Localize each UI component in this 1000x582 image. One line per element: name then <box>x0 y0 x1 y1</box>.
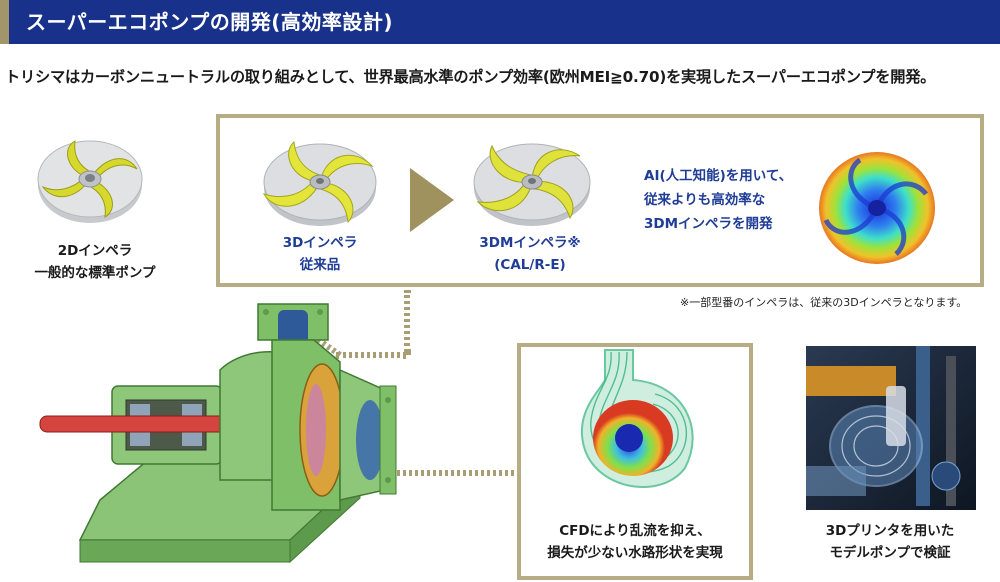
model-pump-photo <box>806 346 976 510</box>
impeller-3dm-label: 3DMインペラ※ <box>479 235 581 251</box>
ai-impeller-heatmap-image <box>819 152 935 264</box>
printer-caption-line1: 3Dプリンタを用いた <box>825 523 955 539</box>
cfd-caption-line2: 損失が少ない水路形状を実現 <box>547 545 723 561</box>
ai-description: AI(人工知能)を用いて、 従来よりも高効率な 3DMインペラを開発 <box>644 164 792 236</box>
ai-description-line1: AI(人工知能)を用いて、 <box>644 168 793 184</box>
header-accent <box>0 0 9 44</box>
section-header: スーパーエコポンプの開発(高効率設計) <box>0 0 1000 44</box>
impeller-3d-description: 従来品 <box>299 257 341 273</box>
arrow-right-icon <box>410 168 454 232</box>
ai-description-line3: 3DMインペラを開発 <box>644 216 773 232</box>
section-title: スーパーエコポンプの開発(高効率設計) <box>26 10 393 34</box>
intro-text: トリシマはカーボンニュートラルの取り組みとして、世界最高水準のポンプ効率(欧州M… <box>5 68 936 86</box>
connector-pump-horizontal <box>336 352 406 358</box>
impeller-3dm-image <box>473 143 591 226</box>
impeller-2d-caption: 2Dインペラ 一般的な標準ポンプ <box>20 240 170 284</box>
cfd-caption: CFDにより乱流を抑え、 損失が少ない水路形状を実現 <box>520 520 750 564</box>
impeller-3d-caption: 3Dインペラ 従来品 <box>245 232 395 276</box>
impeller-3d-label: 3Dインペラ <box>282 235 358 251</box>
pump-cutaway-image <box>39 303 397 564</box>
ai-description-line2: 従来よりも高効率な <box>644 192 766 208</box>
impeller-3d-image <box>262 141 377 226</box>
cfd-caption-line1: CFDにより乱流を抑え、 <box>559 523 711 539</box>
printer-caption-line2: モデルポンプで検証 <box>829 545 951 561</box>
impeller-footnote: ※一部型番のインペラは、従来の3Dインペラとなります。 <box>680 296 968 309</box>
connector-frame-to-pump <box>404 290 410 352</box>
impeller-2d-description: 一般的な標準ポンプ <box>34 265 156 281</box>
impeller-2d-label: 2Dインペラ <box>57 243 133 259</box>
impeller-2d-image <box>37 140 143 223</box>
connector-pump-to-cfd-lower <box>380 470 520 476</box>
impeller-3dm-model: (CAL/R-E) <box>494 257 566 273</box>
printer-caption: 3Dプリンタを用いた モデルポンプで検証 <box>790 520 990 564</box>
impeller-3dm-caption: 3DMインペラ※ (CAL/R-E) <box>455 232 605 276</box>
cfd-flow-image <box>580 349 694 488</box>
